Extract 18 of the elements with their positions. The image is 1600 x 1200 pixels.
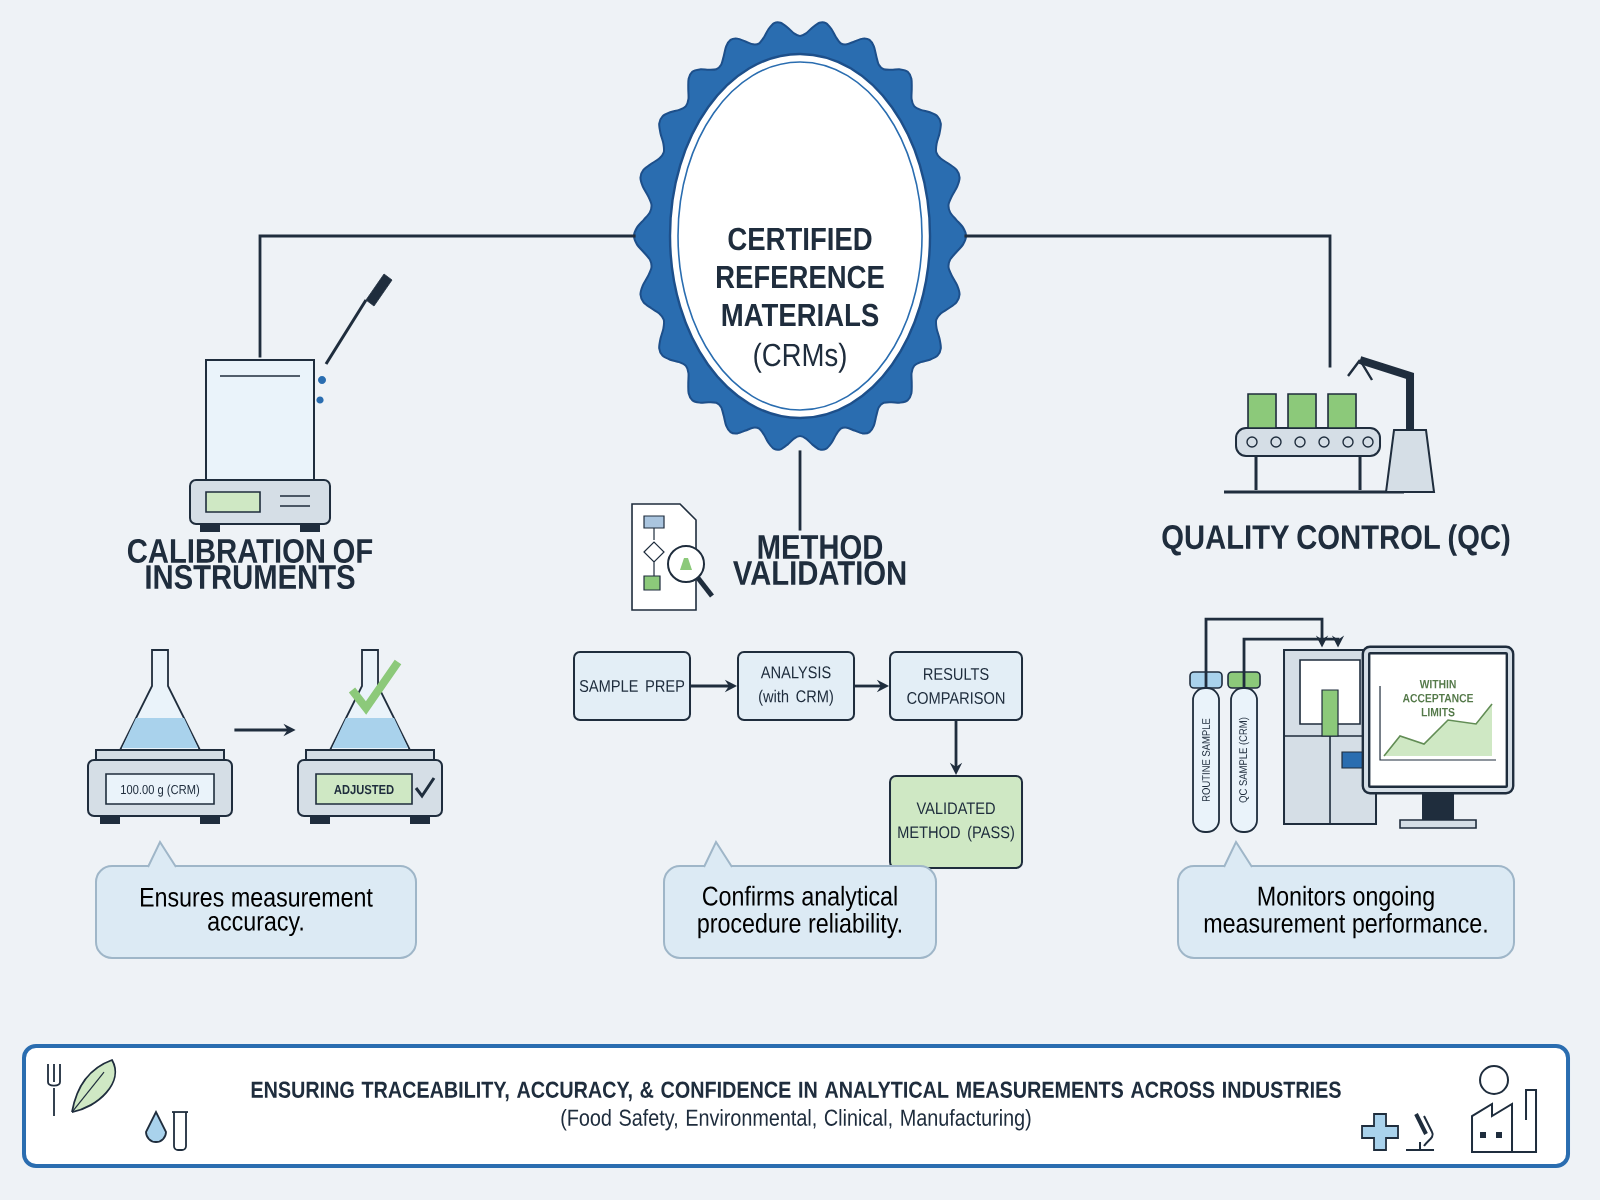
section-heading: QUALITY CONTROL (QC) [1162,524,1510,556]
process-box: SAMPLE PREP [573,651,691,721]
connector-line [1242,635,1345,688]
callout-bubble: Confirms analytical procedure reliability. [663,839,937,959]
callout-bubble: Ensures measurement accuracy. [95,839,417,959]
connector-line [964,234,1332,368]
badge-seal: CERTIFIED REFERENCE MATERIALS (CRMs) [633,21,967,451]
process-box: VALIDATED METHOD (PASS) [889,775,1023,869]
section-heading: METHOD VALIDATION [733,534,906,586]
balance-drawing [189,273,393,532]
connector-line [258,234,636,358]
connector-line [1204,617,1329,688]
section-heading: CALIBRATION OF INSTRUMENTS [127,538,373,590]
connector-line [798,450,802,531]
summary-banner: ENSURING TRACEABILITY, ACCURACY, & CONFIDENCE IN ANALYTICAL MEASUREMENTS ACROSS INDUSTRIES (Food Safety, Environmental, Clinical, Manufacturing) [22,1044,1570,1168]
process-box: ANALYSIS (with CRM) [737,651,855,721]
callout-bubble: Monitors ongoing measurement performance. [1177,839,1515,959]
process-box: RESULTS COMPARISON [889,651,1023,721]
